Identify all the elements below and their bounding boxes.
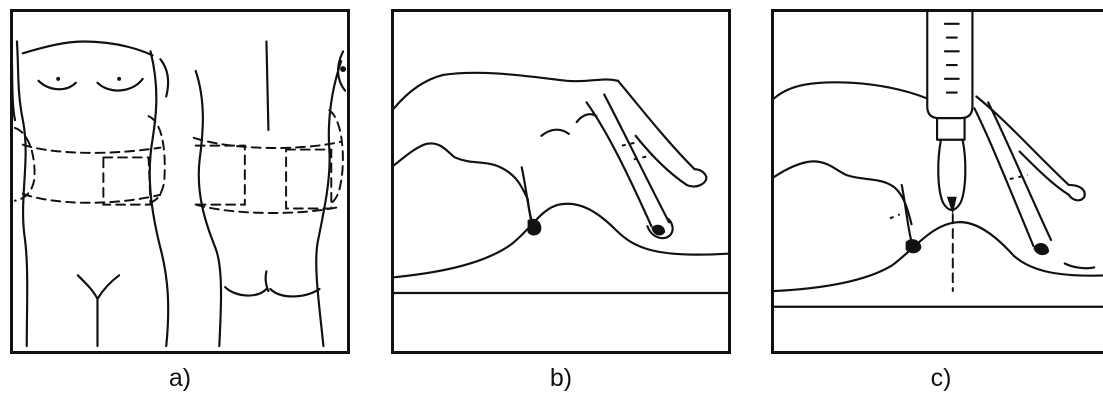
syringe-graduation-marks <box>943 22 960 94</box>
syringe-injection-drawing <box>774 12 1103 308</box>
syringe-hub <box>935 117 966 141</box>
hand-lower-contour <box>774 160 913 226</box>
index-finger-contour <box>585 93 671 228</box>
fold-tip-mark <box>1063 262 1096 270</box>
skin-fold-pinch-drawing <box>394 71 728 295</box>
thumb-nail <box>905 239 922 254</box>
back-injection-zone-belt <box>192 136 343 214</box>
back-injection-zone-left-box <box>194 144 246 206</box>
panel-b-skin-fold-pinch <box>391 9 731 354</box>
panel-c-injection-into-fold <box>771 9 1103 354</box>
front-injection-zone-belt <box>21 143 162 204</box>
back-buttock-left <box>224 286 268 297</box>
thumb-nail <box>527 218 542 236</box>
hand-lower-contour <box>394 142 529 200</box>
panel-a-torso-injection-sites <box>10 9 350 354</box>
hand-upper-contour <box>774 81 929 100</box>
front-injection-zone-right-box <box>147 115 166 204</box>
syringe-needle-tip <box>946 196 957 215</box>
middle-fingertip <box>685 168 708 188</box>
torso-front-back-drawing <box>13 40 347 348</box>
front-arm-left <box>13 59 17 122</box>
front-nipple-right <box>117 76 122 81</box>
index-fingertip <box>646 217 674 240</box>
back-injection-zone-side <box>328 109 344 206</box>
back-elbow-right <box>340 66 347 72</box>
index-finger-nail <box>651 224 666 236</box>
caption-a: a) <box>168 364 192 392</box>
front-chest-right <box>96 77 144 92</box>
back-body-right-contour <box>315 60 343 348</box>
index-finger-nail <box>1033 242 1050 256</box>
knuckle-lines <box>540 113 598 137</box>
back-spine <box>265 40 270 132</box>
thumb-contour <box>900 183 913 243</box>
hand-upper-contour <box>394 71 620 110</box>
back-gluteal-cleft <box>264 270 270 293</box>
front-injection-zone-left-box <box>13 126 36 202</box>
front-shoulder-line <box>21 40 154 57</box>
finger-crease-dots <box>621 140 652 161</box>
back-buttock-right <box>269 287 321 298</box>
back-injection-zone-right-box <box>285 148 333 210</box>
back-arm-right <box>337 50 347 92</box>
finger-crease-dots <box>889 174 1028 220</box>
middle-finger-contour <box>975 95 1070 196</box>
front-chest-left <box>37 79 77 91</box>
skin-surface <box>394 202 728 279</box>
caption-b: b) <box>549 364 573 392</box>
caption-c: c) <box>930 364 952 392</box>
front-nipple-left <box>56 76 61 81</box>
index-finger-contour <box>973 101 1053 247</box>
front-groin-v <box>76 274 121 300</box>
middle-finger-contour <box>616 79 696 187</box>
skin-surface <box>774 221 1103 293</box>
front-body-left-contour <box>15 40 29 348</box>
middle-fingertip <box>1067 183 1086 202</box>
syringe-barrel <box>926 12 974 120</box>
front-injection-zone-center-box <box>102 156 152 206</box>
back-shoulder-blade-left <box>159 58 170 98</box>
